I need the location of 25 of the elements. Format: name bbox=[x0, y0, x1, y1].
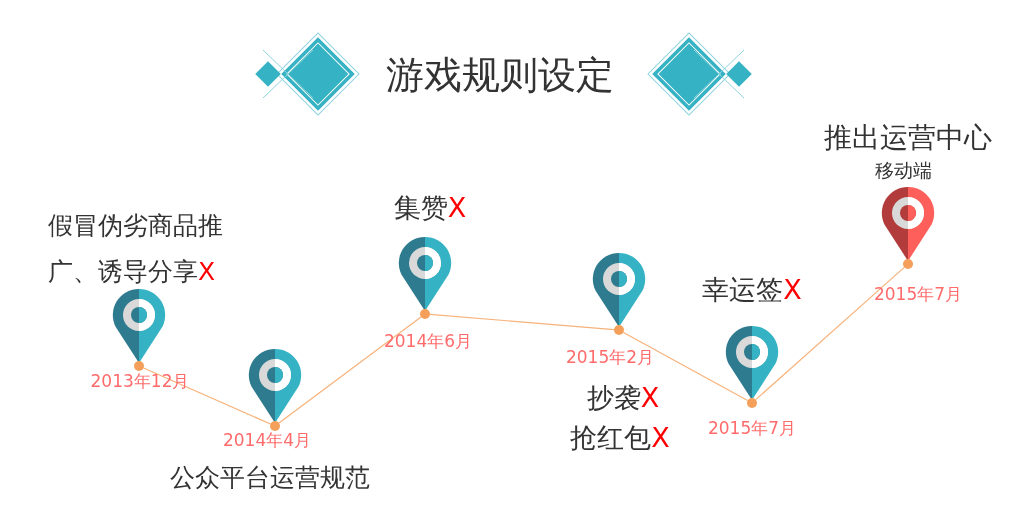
connector-line bbox=[142, 367, 272, 425]
milestone-note: 幸运签X bbox=[702, 273, 802, 307]
milestone-note: 假冒伪劣商品推广、诱导分享X bbox=[48, 210, 224, 288]
connector-line bbox=[755, 266, 905, 401]
date-label: 2015年7月 bbox=[873, 283, 963, 305]
timeline-dot bbox=[614, 325, 624, 335]
date-label: 2014年6月 bbox=[383, 330, 473, 352]
date-label: 2014年4月 bbox=[222, 429, 312, 451]
date-label: 2015年2月 bbox=[565, 346, 655, 368]
timeline-dot bbox=[270, 421, 280, 431]
connector-line bbox=[429, 313, 615, 331]
milestone-note: 移动端 bbox=[874, 158, 932, 182]
timeline-dot bbox=[134, 361, 144, 371]
connector-line bbox=[622, 331, 749, 402]
milestone-note: 抄袭X bbox=[586, 381, 660, 415]
milestone-note: 公众平台运营规范 bbox=[170, 463, 370, 493]
timeline-dot bbox=[420, 309, 430, 319]
title: 游戏规则设定 bbox=[386, 53, 614, 99]
milestone-note: 抢红包X bbox=[570, 421, 670, 455]
connector-line bbox=[278, 316, 422, 424]
timeline-dot bbox=[903, 259, 913, 269]
timeline-dot bbox=[747, 398, 757, 408]
milestone-note: 推出运营中心 bbox=[824, 121, 992, 155]
milestone-note: 集赞X bbox=[393, 191, 467, 225]
date-label: 2015年7月 bbox=[707, 417, 797, 439]
